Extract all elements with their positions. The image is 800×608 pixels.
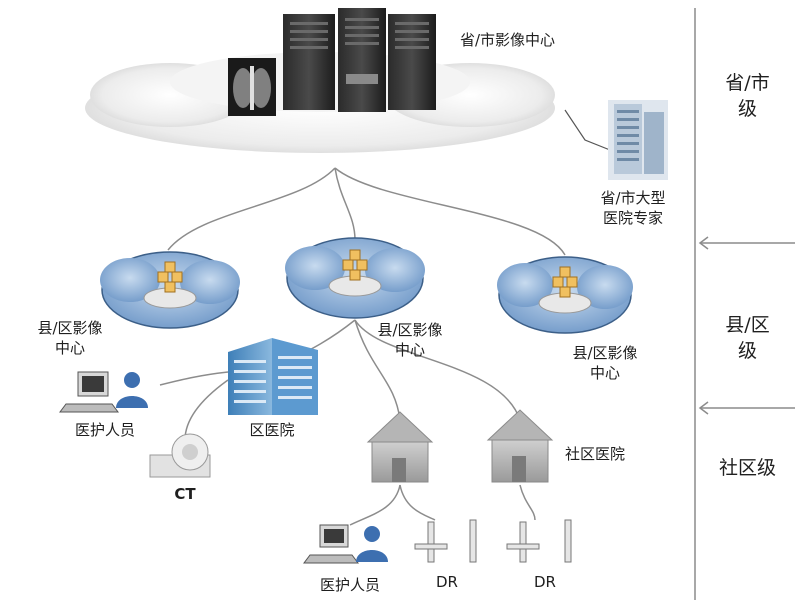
connection-lines-top xyxy=(167,167,566,256)
computer-workstation-icon xyxy=(303,524,359,564)
county-center-right-label: 县/区影像 中心 xyxy=(572,344,638,382)
hospital-building-icon xyxy=(564,100,668,180)
level-community-label: 社区级 xyxy=(718,457,776,479)
level-county-label: 县/区 级 xyxy=(725,314,770,362)
dr-left-label: DR xyxy=(436,573,458,591)
county-center-left-label: 县/区影像 中心 xyxy=(37,319,103,357)
county-center-mid-label: 县/区影像 中心 xyxy=(377,321,443,359)
level-provincial-label: 省/市 级 xyxy=(725,72,770,120)
ct-label: CT xyxy=(174,485,196,503)
office-building-icon xyxy=(228,338,318,415)
dr-right-label: DR xyxy=(534,573,556,591)
community-hospital-label: 社区医院 xyxy=(565,445,626,463)
large-hospital-label: 省/市大型 医院专家 xyxy=(600,189,666,227)
cloud-database-icon xyxy=(100,237,633,334)
house-icon xyxy=(366,409,554,483)
ct-scanner-icon xyxy=(149,433,211,478)
server-rack-icon xyxy=(283,8,436,112)
x-ray-image-icon xyxy=(228,58,276,116)
district-hospital-label: 区医院 xyxy=(249,421,295,439)
person-icon xyxy=(356,526,388,562)
computer-workstation-icon xyxy=(59,371,119,413)
medical-staff-bottom-label: 医护人员 xyxy=(319,576,380,594)
dr-machine-icon xyxy=(414,519,572,563)
person-icon xyxy=(116,372,148,408)
provincial-center-label: 省/市影像中心 xyxy=(460,31,556,49)
medical-staff-top-label: 医护人员 xyxy=(74,421,135,439)
arrow-left-icon xyxy=(698,236,795,415)
